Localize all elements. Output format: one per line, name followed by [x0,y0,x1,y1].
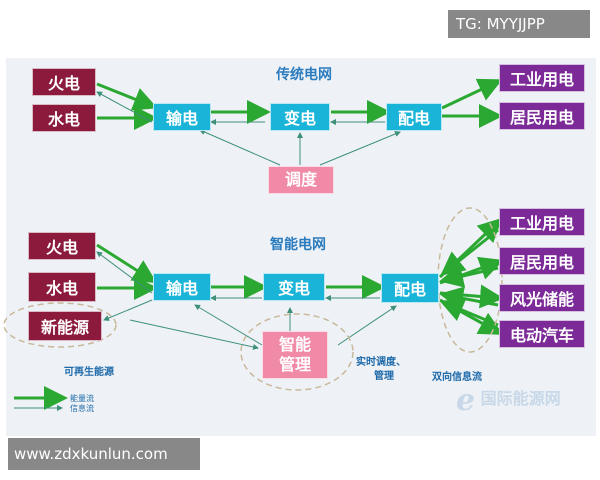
smart-source-renewable: 新能源 [28,311,102,341]
legend-info-flow: 信息流 [70,404,94,413]
traditional-transmission: 输电 [153,103,211,131]
realtime-label-line2: 管理 [374,371,394,382]
smart-consumer-residential: 居民用电 [499,247,585,275]
traditional-grid-title: 传统电网 [276,67,332,83]
smart-substation: 变电 [263,273,325,301]
smart-source-hydro: 水电 [28,272,96,302]
url-watermark: www.zdxkunlun.com [8,438,200,470]
bidirectional-info-label: 双向信息流 [432,372,482,383]
renewable-energy-label: 可再生能源 [64,367,114,378]
smart-consumer-ev: 电动汽车 [499,320,585,348]
traditional-dispatch: 调度 [268,166,334,194]
smart-transmission: 输电 [153,273,211,301]
traditional-substation: 变电 [270,103,330,131]
smart-management-line2: 管理 [278,355,311,374]
traditional-consumer-industrial: 工业用电 [499,64,585,92]
traditional-source-thermal: 火电 [32,68,96,96]
legend-energy-flow: 能量流 [70,394,94,403]
traditional-distribution: 配电 [386,103,442,131]
traditional-source-hydro: 水电 [32,104,96,132]
smart-management: 智能 管理 [262,331,328,379]
realtime-dispatch-label: 实时调度、 管理 [356,356,406,384]
realtime-label-line1: 实时调度、 [356,357,406,368]
logo-e-icon: ℯ [456,383,476,418]
smart-management-line1: 智能 [278,335,311,354]
smart-consumer-industrial: 工业用电 [499,208,585,236]
smart-consumer-storage: 风光储能 [499,284,585,312]
energy-network-logo: ℯ 国际能源网 [456,383,561,418]
logo-text: 国际能源网 [480,389,561,408]
smart-source-thermal: 火电 [28,232,96,260]
traditional-consumer-residential: 居民用电 [499,102,585,130]
smart-distribution: 配电 [381,273,439,303]
tg-watermark: TG: MYYJJPP [448,10,590,38]
smart-grid-title: 智能电网 [270,237,326,253]
